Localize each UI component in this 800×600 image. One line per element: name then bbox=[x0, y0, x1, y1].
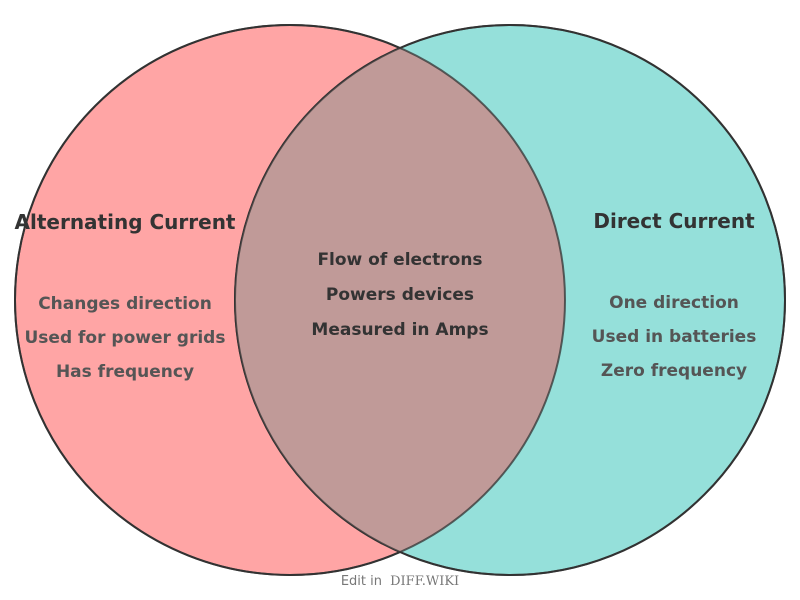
overlap-region bbox=[235, 25, 565, 575]
right-set-outline bbox=[234, 24, 786, 576]
right-set-title: Direct Current bbox=[593, 209, 755, 233]
overlap-item: Powers devices bbox=[326, 285, 474, 305]
right-item: Zero frequency bbox=[601, 361, 747, 381]
right-item: One direction bbox=[609, 293, 739, 313]
edit-credit-brand[interactable]: DIFF.WIKI bbox=[390, 574, 459, 589]
right-item: Used in batteries bbox=[592, 327, 757, 347]
edit-credit[interactable]: Edit in DIFF.WIKI bbox=[341, 574, 459, 589]
overlap-item: Measured in Amps bbox=[311, 320, 488, 340]
left-item: Has frequency bbox=[56, 362, 194, 382]
overlap-item: Flow of electrons bbox=[317, 250, 482, 270]
left-set-title: Alternating Current bbox=[15, 210, 236, 234]
edit-credit-prefix: Edit in bbox=[341, 574, 382, 589]
left-set-outline bbox=[14, 24, 566, 576]
left-item: Changes direction bbox=[38, 294, 212, 314]
left-item: Used for power grids bbox=[25, 328, 226, 348]
